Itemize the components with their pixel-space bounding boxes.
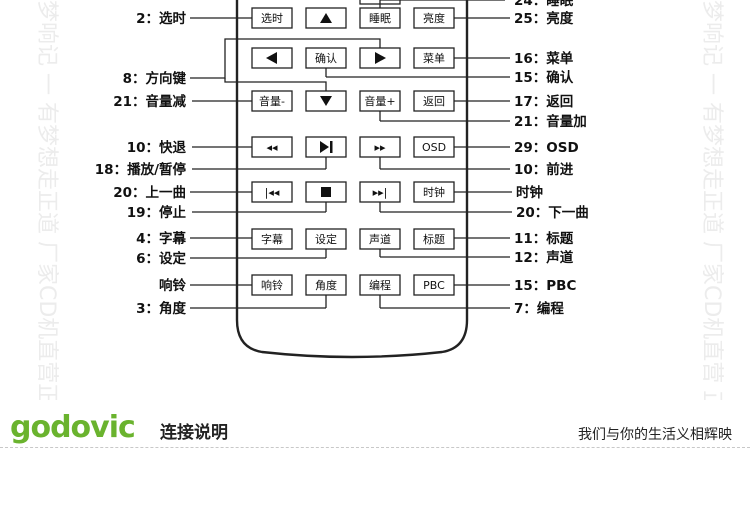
biaoti-button-label: 标题 — [423, 232, 445, 246]
footer-divider — [0, 447, 750, 448]
label-shengdao: 12：声道 — [514, 249, 574, 266]
label-queren: 15：确认 — [514, 69, 574, 86]
label-rewind: 10：快退 — [127, 139, 187, 156]
fanhui-button-label: 返回 — [423, 95, 445, 108]
down-arrow-icon — [320, 96, 332, 106]
brand-subtitle: 连接说明 — [160, 423, 228, 443]
up-arrow-icon — [320, 13, 332, 23]
liangdu-button-label: 亮度 — [423, 11, 445, 25]
remote-diagram: 梦响记 一 有梦想走正道 厂家CD机直营正品保 梦响记 一 有梦想走正道 厂家C… — [34, 0, 724, 400]
next-track-icon: ▸▸| — [373, 186, 388, 199]
label-next-track: 20：下一曲 — [516, 204, 589, 221]
xiangling-button-label: 响铃 — [261, 278, 283, 292]
label-volume-up: 21：音量加 — [514, 113, 587, 130]
right-leader-lines — [325, 0, 512, 309]
label-pbc: 15：PBC — [514, 278, 576, 294]
osd-button-label: OSD — [422, 141, 446, 154]
label-biancheng: 7：编程 — [514, 300, 564, 317]
left-arrow-icon — [266, 52, 277, 64]
label-xiangling: 响铃 — [159, 277, 186, 294]
pbc-button-label: PBC — [423, 279, 445, 292]
label-fanhui: 17：返回 — [514, 94, 573, 110]
remote-body-outline — [235, 0, 469, 359]
play-pause-icon — [320, 141, 333, 153]
xuanshi-button-label: 选时 — [261, 12, 283, 25]
shuimian-button-label: 睡眠 — [369, 12, 391, 25]
shengdao-button-label: 声道 — [369, 232, 391, 246]
shizhong-button-label: 时钟 — [423, 185, 445, 199]
label-volume-down: 21：音量减 — [113, 93, 186, 110]
left-leader-lines — [190, 17, 381, 309]
zimu-button-label: 字幕 — [261, 232, 283, 246]
label-liangdu: 25：亮度 — [514, 10, 574, 27]
watermark-right: 梦响记 一 有梦想走正道 厂家CD机直营 正 — [699, 0, 724, 400]
label-stop: 19：停止 — [127, 204, 187, 221]
label-direction-keys: 8：方向键 — [123, 70, 187, 87]
label-jiaodu: 3：角度 — [136, 300, 186, 317]
label-caidan: 16：菜单 — [514, 50, 574, 67]
zimu-button[interactable] — [251, 228, 293, 250]
previous-track-icon: |◂◂ — [265, 186, 280, 199]
brand-tagline: 我们与你的生活义相辉映 — [578, 427, 732, 443]
fast-forward-icon: ▸▸ — [374, 141, 386, 154]
caidan-button-label: 菜单 — [423, 52, 445, 65]
label-previous-track: 20：上一曲 — [113, 184, 186, 201]
label-osd: 29：OSD — [514, 140, 579, 156]
label-play-pause: 18：播放/暂停 — [95, 161, 187, 178]
watermark-left: 梦响记 一 有梦想走正道 厂家CD机直营正品保 — [34, 0, 59, 400]
label-biaoti: 11：标题 — [514, 230, 574, 247]
label-xuanshi: 2：选时 — [136, 10, 186, 27]
volume-down-label: 音量- — [259, 94, 285, 108]
label-shuimian: 24：睡眠 — [514, 0, 574, 9]
right-arrow-icon — [375, 52, 386, 64]
biaoti-button[interactable] — [413, 228, 455, 250]
volume-up-label: 音量+ — [364, 94, 395, 108]
stop-icon — [321, 187, 331, 197]
label-sheding: 6：设定 — [136, 250, 186, 267]
jiaodu-button-label: 角度 — [315, 278, 337, 292]
label-shizhong: 时钟 — [516, 184, 543, 201]
label-fast-forward: 10：前进 — [514, 161, 574, 178]
queren-button-label: 确认 — [315, 52, 337, 65]
sheding-button-label: 设定 — [315, 232, 337, 246]
label-zimu: 4：字幕 — [136, 230, 186, 247]
biancheng-button-label: 编程 — [369, 278, 391, 292]
rewind-icon: ◂◂ — [266, 141, 278, 154]
brand-logo: godovic — [10, 410, 136, 445]
